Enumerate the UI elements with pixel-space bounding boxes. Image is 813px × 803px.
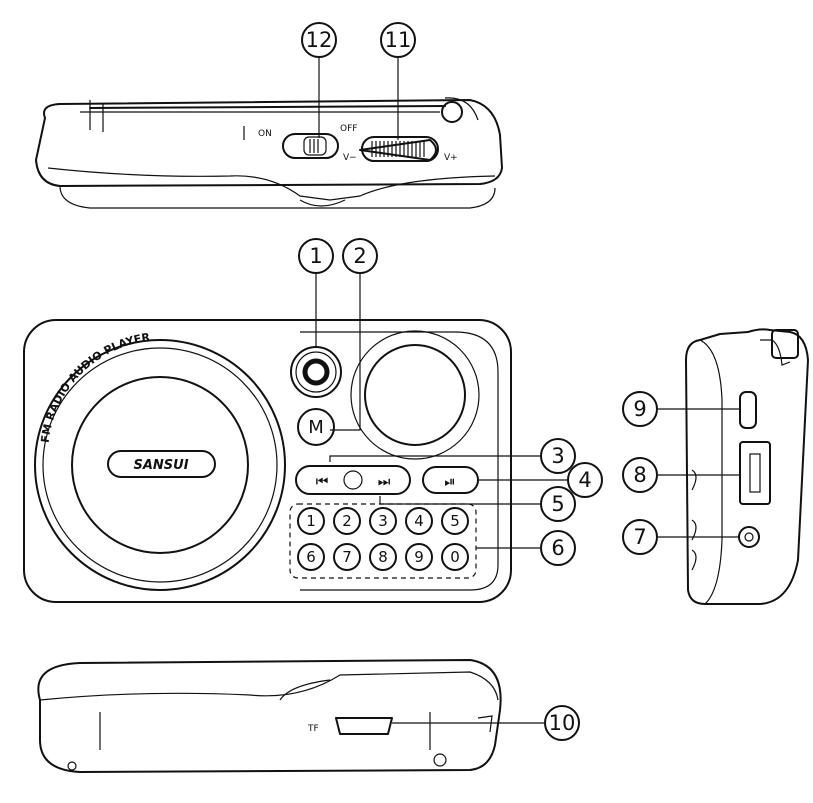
prev-button[interactable]: ⏮	[316, 474, 329, 490]
brand-plate	[107, 450, 216, 478]
power-switch[interactable]	[282, 133, 339, 159]
volume-wheel-ridges	[371, 141, 425, 157]
svg-text:7: 7	[633, 525, 646, 549]
callout-12: 12	[301, 22, 337, 58]
speaker-grille-inner	[71, 376, 249, 554]
keypad-key-7[interactable]: 7	[333, 543, 361, 571]
callout-10: 10	[544, 705, 580, 741]
display-window	[364, 344, 466, 446]
power-on-label: ON	[258, 129, 272, 139]
speaker-grille-outer	[34, 339, 286, 591]
svg-text:5: 5	[551, 492, 564, 516]
svg-text:7: 7	[342, 548, 352, 566]
volume-wheel[interactable]	[361, 136, 439, 162]
callout-5: 5	[540, 486, 576, 522]
keypad-key-3[interactable]: 3	[369, 507, 397, 535]
callout-1: 1	[298, 238, 334, 274]
callout-2: 2	[342, 238, 378, 274]
keypad: 1 2 3 4 5 6 7 8 9 0	[297, 507, 469, 571]
svg-text:9: 9	[414, 548, 424, 566]
svg-text:8: 8	[378, 548, 388, 566]
bottom-view: TF	[37, 659, 544, 773]
tf-card-slot[interactable]	[335, 717, 393, 735]
play-pause-icon: ⏯	[444, 474, 455, 490]
display-ring	[350, 330, 480, 460]
center-button[interactable]	[343, 470, 363, 490]
keypad-key-2[interactable]: 2	[333, 507, 361, 535]
power-button[interactable]	[302, 358, 330, 386]
mode-button[interactable]	[297, 408, 335, 446]
callout-6: 6	[540, 530, 576, 566]
svg-text:2: 2	[353, 244, 366, 268]
volume-plus-label: V+	[444, 153, 458, 163]
svg-text:4: 4	[578, 468, 591, 492]
svg-text:3: 3	[551, 444, 564, 468]
arc-text: FM RADIO AUDIO PLAYER	[39, 331, 152, 444]
svg-text:1: 1	[306, 512, 316, 530]
callout-7: 7	[622, 519, 658, 555]
usb-port[interactable]	[739, 441, 771, 505]
callout-8: 8	[622, 457, 658, 493]
svg-text:4: 4	[414, 512, 424, 530]
volume-minus-label: V−	[343, 153, 357, 163]
svg-text:3: 3	[378, 512, 388, 530]
keypad-key-1[interactable]: 1	[297, 507, 325, 535]
svg-text:9: 9	[633, 397, 646, 421]
keypad-key-5[interactable]: 5	[441, 507, 469, 535]
svg-text:6: 6	[306, 548, 316, 566]
headphone-jack[interactable]	[738, 526, 760, 548]
side-view	[658, 328, 809, 605]
next-button[interactable]: ⏭	[378, 474, 391, 490]
callout-9: 9	[622, 391, 658, 427]
mode-button-label: M	[308, 417, 324, 438]
front-view: FM RADIO AUDIO PLAYER SANSUI M ⏮ ⏭ ⏯ 1 2 3…	[23, 274, 568, 603]
callout-4: 4	[567, 462, 603, 498]
svg-text:1: 1	[309, 244, 322, 268]
svg-text:0: 0	[450, 548, 460, 566]
brand-logo: SANSUI	[133, 458, 188, 473]
track-nav-bar	[295, 465, 411, 495]
svg-text:12: 12	[306, 28, 333, 52]
callout-11: 11	[380, 22, 416, 58]
svg-text:6: 6	[551, 536, 564, 560]
keypad-key-9[interactable]: 9	[405, 543, 433, 571]
tf-label: TF	[307, 724, 319, 734]
power-off-label: OFF	[340, 124, 357, 134]
callout-3: 3	[540, 438, 576, 474]
keypad-key-0[interactable]: 0	[441, 543, 469, 571]
keypad-key-6[interactable]: 6	[297, 543, 325, 571]
svg-text:2: 2	[342, 512, 352, 530]
svg-text:5: 5	[450, 512, 460, 530]
svg-text:11: 11	[385, 28, 412, 52]
svg-text:8: 8	[633, 463, 646, 487]
micro-usb-port[interactable]	[739, 391, 757, 429]
keypad-key-8[interactable]: 8	[369, 543, 397, 571]
svg-text:10: 10	[549, 711, 576, 735]
top-view: ON OFF V− V+	[35, 58, 503, 209]
keypad-key-4[interactable]: 4	[405, 507, 433, 535]
